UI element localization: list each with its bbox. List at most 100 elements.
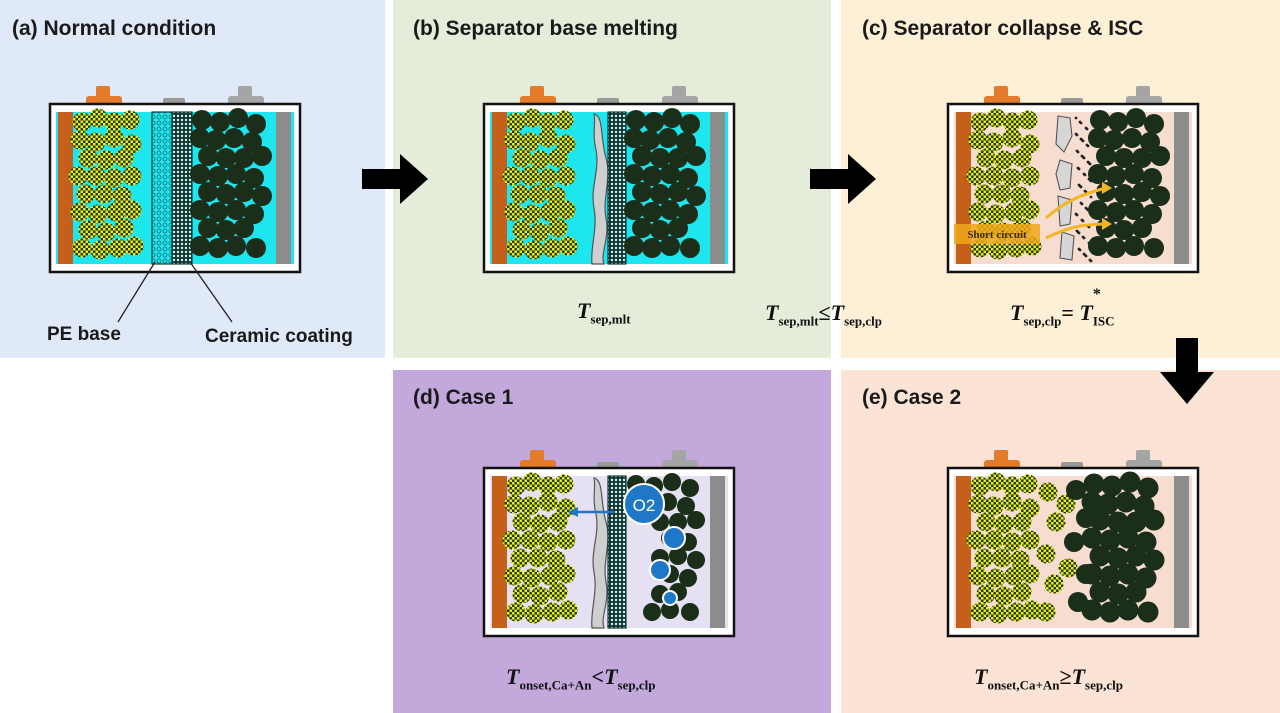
cathode-particle (986, 568, 1006, 588)
anode-particle (624, 236, 644, 256)
cathode-particle (106, 202, 126, 222)
anode-particle (1140, 132, 1160, 152)
panel-b-title: (b) Separator base melting (413, 17, 678, 40)
cathode-particle (976, 148, 996, 168)
positive-terminal (994, 450, 1008, 462)
anode-particle (190, 236, 210, 256)
anode-particle (226, 236, 246, 256)
cathode-particle (88, 204, 108, 224)
collapsed-separator-fragment (1055, 115, 1073, 153)
anode-particle (650, 184, 670, 204)
anode-particle (650, 220, 670, 240)
cathode-particle (512, 584, 532, 604)
ceramic-debris (1077, 183, 1081, 187)
cathode-particle (520, 132, 540, 152)
cathode-particle (538, 476, 558, 496)
cathode-current-collector (58, 112, 73, 264)
cathode-particle (68, 166, 88, 186)
cell-diagram-d: O2 (482, 450, 736, 638)
cathode-particle (76, 184, 96, 204)
cathode-particle (512, 512, 532, 532)
anode-particle (1143, 509, 1165, 531)
anode-particle (687, 551, 705, 569)
anode-particle (632, 146, 652, 166)
anode-particle (687, 511, 705, 529)
anode-particle (642, 238, 662, 258)
anode-particle (190, 128, 210, 148)
cathode-particle (984, 496, 1004, 516)
negative-terminal (672, 86, 686, 98)
cathode-particle (1056, 494, 1076, 514)
anode-particle (226, 200, 246, 220)
cathode-particle (530, 150, 550, 170)
cathode-particle (70, 202, 90, 222)
cathode-particle (1010, 550, 1030, 570)
cathode-particle (122, 134, 142, 154)
cathode-particle (1012, 512, 1032, 532)
anode-particle (642, 166, 662, 186)
cathode-particle (554, 474, 574, 494)
anode-particle (1150, 146, 1170, 166)
cathode-particle (1002, 492, 1022, 512)
collapsed-separator-fragment (1059, 231, 1075, 261)
anode-particle (1117, 599, 1139, 621)
cathode-particle (968, 130, 988, 150)
cathode-particle (530, 514, 550, 534)
cathode-particle (548, 148, 568, 168)
cathode-particle (104, 128, 124, 148)
anode-particle (1088, 128, 1108, 148)
anode-particle (662, 108, 682, 128)
cathode-particle (1020, 530, 1040, 550)
anode-particle (1137, 477, 1159, 499)
anode-particle (663, 473, 681, 491)
anode-particle (216, 184, 236, 204)
cathode-particle (538, 112, 558, 132)
anode-particle (1099, 565, 1121, 587)
cathode-particle (984, 132, 1004, 152)
cathode-particle (506, 238, 526, 258)
ceramic-debris (1079, 201, 1083, 205)
cathode-particle (968, 566, 988, 586)
cathode-particle (538, 492, 558, 512)
anode-particle (650, 148, 670, 168)
cathode-particle (558, 236, 578, 256)
anode-particle (246, 114, 266, 134)
cathode-particle (520, 530, 540, 550)
ion-flow-arrow-2 (1045, 222, 1107, 240)
anode-particle (198, 182, 218, 202)
ceramic-debris (1083, 189, 1087, 193)
anode-particle (658, 128, 678, 148)
anode-particle (680, 238, 700, 258)
anode-current-collector (710, 476, 725, 628)
anode-particle (1096, 146, 1116, 166)
anode-particle (1115, 491, 1137, 513)
anode-particle (686, 146, 706, 166)
anode-particle (1066, 480, 1086, 500)
anode-particle (1114, 220, 1134, 240)
anode-particle (1125, 511, 1147, 533)
ceramic-debris (1077, 247, 1081, 251)
anode-particle (1132, 148, 1152, 168)
anode-particle (206, 130, 226, 150)
cathode-particle (1002, 168, 1022, 188)
anode-particle (1068, 592, 1088, 612)
oxygen-bubble (649, 559, 671, 581)
cathode-particle (114, 218, 134, 238)
cathode-particle (986, 204, 1006, 224)
cathode-particle (1012, 148, 1032, 168)
cathode-particle (1020, 498, 1040, 518)
cathode-particle (974, 184, 994, 204)
ion-flow-arrow-1 (1045, 186, 1107, 220)
anode-particle (224, 128, 244, 148)
positive-terminal (530, 450, 544, 462)
anode-particle (1114, 184, 1134, 204)
anode-particle (244, 168, 264, 188)
anode-particle (1143, 549, 1165, 571)
anode-particle (1125, 545, 1147, 567)
anode-particle (1132, 218, 1152, 238)
ceramic-debris (1082, 252, 1086, 256)
cell-diagram-a (48, 86, 302, 274)
cathode-particle (96, 150, 116, 170)
anode-particle (661, 601, 679, 619)
cathode-particle (112, 186, 132, 206)
